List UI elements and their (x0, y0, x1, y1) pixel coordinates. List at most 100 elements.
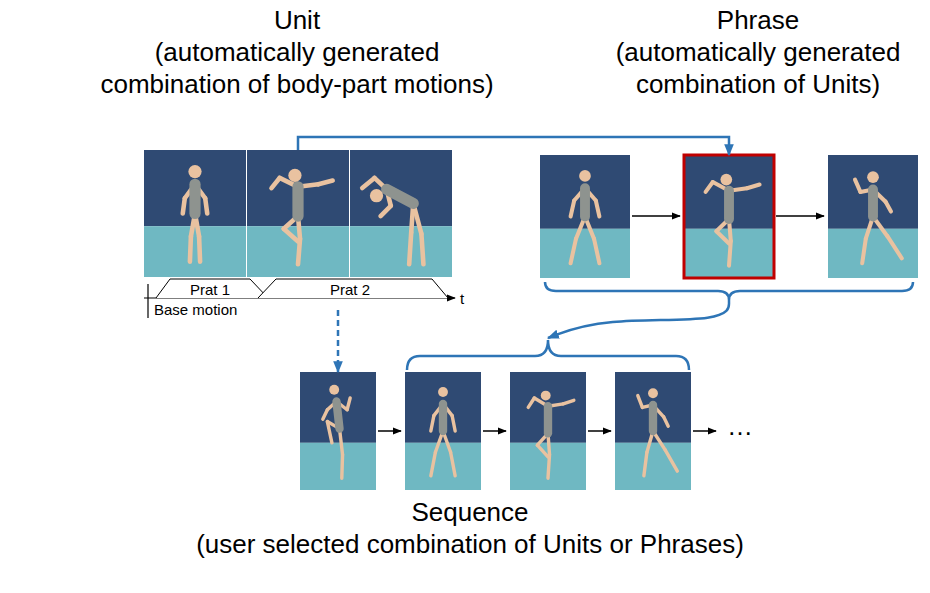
label-box: Base motion (154, 301, 264, 318)
figure-limb (183, 198, 185, 213)
motion-frame (684, 155, 774, 278)
figure-limb (665, 450, 677, 471)
frame-arrow (776, 215, 824, 217)
motion-frame (615, 372, 691, 490)
figure-head (579, 170, 591, 182)
figure-limb (431, 452, 436, 476)
group-brace (545, 282, 913, 300)
figure-limb (548, 455, 550, 479)
frame-sky (828, 155, 918, 229)
figure-limb (409, 233, 411, 265)
figure-head (541, 391, 551, 401)
figure-torso (387, 189, 414, 203)
figure-torso (189, 184, 200, 213)
label-box: Prat 2 (320, 281, 380, 298)
frame-floor (144, 226, 246, 277)
frame-floor (350, 226, 452, 277)
figure-limb (571, 201, 575, 217)
frame-arrow (378, 430, 401, 432)
group-brace (407, 340, 689, 370)
figure-limb (362, 178, 374, 188)
figure-head (720, 174, 732, 186)
figure-head (648, 388, 658, 398)
motion-frame (828, 155, 918, 278)
motion-frame (510, 372, 586, 490)
group-title: Sequence (170, 496, 770, 528)
phrase-strip: Phrase(automatically generated combinati… (540, 155, 918, 300)
figure-limb (199, 236, 200, 261)
static-art (144, 155, 913, 431)
figure-limb (298, 239, 300, 264)
continuation-mark: … (727, 411, 753, 441)
motion-frame (144, 150, 246, 277)
figure-limb (706, 182, 713, 192)
figure-limb (451, 452, 456, 476)
figure-limb (340, 455, 344, 479)
label-box: t (460, 290, 474, 307)
figure-torso (336, 402, 339, 429)
figure-limb (716, 231, 729, 243)
motion-frame (350, 150, 452, 277)
figure-limb (596, 201, 600, 217)
group-heading: Phrase(automatically generated combinati… (608, 4, 908, 100)
figure-limb (323, 410, 328, 419)
label-box: … (720, 412, 760, 441)
figure-limb (347, 398, 350, 410)
figure-limb (887, 236, 901, 258)
frame-floor (615, 443, 691, 490)
connector-arrow (337, 310, 340, 372)
group-title: Unit (92, 4, 502, 36)
figure-limb (318, 180, 332, 184)
figure-limb (381, 206, 391, 216)
figure-limb (855, 180, 860, 192)
sequence-strip: Sequence(user selected combination of Un… (300, 338, 760, 490)
frame-arrow (588, 430, 611, 432)
group-description: (automatically generated combination of … (608, 36, 908, 100)
figure-limb (571, 239, 576, 264)
group-description: (automatically generated combination of … (92, 36, 502, 100)
connector-arrow (548, 300, 729, 338)
frame-sky (684, 155, 774, 229)
figure-limb (747, 185, 760, 189)
part-label: Prat 1 (190, 281, 230, 298)
figure-torso (724, 191, 734, 219)
figure-limb (452, 416, 455, 431)
frame-sky (510, 372, 586, 443)
figure-limb (284, 229, 298, 242)
figure-limb (729, 241, 731, 266)
figure-head (288, 169, 301, 182)
figure-limb (862, 239, 866, 264)
figure-torso (649, 405, 657, 431)
figure-limb (327, 422, 332, 443)
figure-head (370, 189, 383, 202)
figure-limb (563, 400, 574, 404)
figure-limb (528, 398, 534, 407)
figure-head (188, 165, 201, 178)
frame-sky (540, 155, 630, 229)
figure-torso (868, 189, 878, 216)
frame-floor (540, 229, 630, 278)
figure-limb (271, 178, 279, 188)
connector-arrow (298, 137, 729, 155)
motion-frame (405, 372, 481, 490)
frame-sky (144, 150, 246, 226)
figure-torso (439, 404, 447, 431)
figure-limb (644, 452, 647, 476)
frame-sky (615, 372, 691, 443)
motion-frame (540, 155, 630, 278)
group-title: Phrase (608, 4, 908, 36)
frame-floor (300, 443, 376, 490)
figure-limb (205, 198, 207, 213)
frame-sky (247, 150, 349, 226)
frame-sky (405, 372, 481, 443)
axis-label: Base motion (154, 301, 237, 318)
figure-head (329, 385, 339, 395)
motion-frame (300, 372, 376, 490)
frame-floor (828, 229, 918, 278)
figure-limb (190, 236, 191, 261)
group-heading: Unit(automatically generated combination… (92, 4, 502, 100)
group-heading: Sequence(user selected combination of Un… (170, 496, 770, 560)
part-span (258, 279, 448, 298)
figure-head (867, 171, 879, 183)
motion-frames (144, 150, 918, 490)
